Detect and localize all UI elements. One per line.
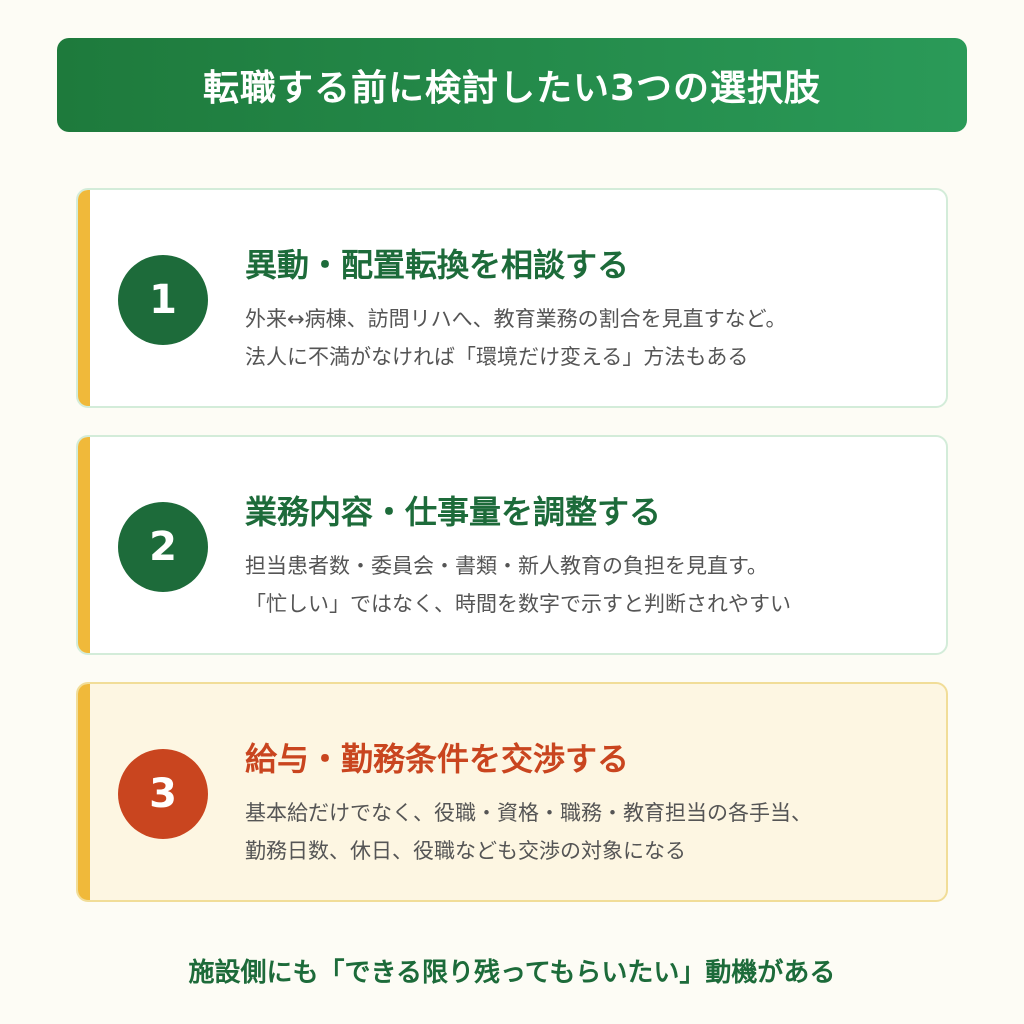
option-number-badge: 3 [118, 749, 208, 839]
option-description: 担当患者数・委員会・書類・新人教育の負担を見直す。 「忙しい」ではなく、時間を数… [245, 547, 935, 623]
option-description-line: 「忙しい」ではなく、時間を数字で示すと判断されやすい [245, 592, 791, 616]
card-accent-bar [78, 437, 90, 653]
option-card-2: 2 業務内容・仕事量を調整する 担当患者数・委員会・書類・新人教育の負担を見直す… [76, 435, 948, 655]
header-banner: 転職する前に検討したい3つの選択肢 [57, 38, 967, 132]
option-description-line: 外来↔病棟、訪問リハへ、教育業務の割合を見直すなど。 [245, 307, 787, 331]
option-card-3: 3 給与・勤務条件を交渉する 基本給だけでなく、役職・資格・職務・教育担当の各手… [76, 682, 948, 902]
card-accent-bar [78, 684, 90, 900]
footer-note: 施設側にも「できる限り残ってもらいたい」動機がある [188, 958, 836, 988]
card-accent-bar [78, 190, 90, 406]
option-card-1: 1 異動・配置転換を相談する 外来↔病棟、訪問リハへ、教育業務の割合を見直すなど… [76, 188, 948, 408]
option-title: 給与・勤務条件を交渉する [245, 740, 630, 778]
option-description: 外来↔病棟、訪問リハへ、教育業務の割合を見直すなど。 法人に不満がなければ「環境… [245, 300, 935, 376]
option-description: 基本給だけでなく、役職・資格・職務・教育担当の各手当、 勤務日数、休日、役職など… [245, 794, 935, 870]
page-title: 転職する前に検討したい3つの選択肢 [202, 68, 822, 109]
option-description-line: 法人に不満がなければ「環境だけ変える」方法もある [245, 345, 749, 369]
option-title: 異動・配置転換を相談する [245, 246, 630, 284]
option-title: 業務内容・仕事量を調整する [245, 493, 662, 531]
option-description-line: 担当患者数・委員会・書類・新人教育の負担を見直す。 [245, 554, 768, 578]
option-number-badge: 2 [118, 502, 208, 592]
option-number-badge: 1 [118, 255, 208, 345]
option-description-line: 基本給だけでなく、役職・資格・職務・教育担当の各手当、 [245, 801, 812, 825]
option-description-line: 勤務日数、休日、役職なども交渉の対象になる [245, 839, 686, 863]
